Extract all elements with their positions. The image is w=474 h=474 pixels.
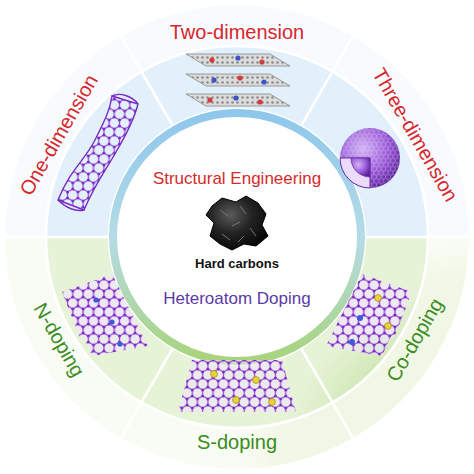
sphere-cutaway	[340, 158, 370, 188]
dopant-atom	[357, 315, 363, 321]
atom	[235, 55, 240, 60]
atom	[261, 79, 266, 84]
sheet	[186, 54, 290, 66]
dopant-atom	[211, 371, 218, 378]
sheet-base	[186, 74, 290, 86]
blob-texture	[220, 206, 256, 242]
dopant-atom	[233, 397, 240, 404]
s-doped-sheet	[178, 360, 296, 412]
sheet-base	[186, 94, 290, 106]
atom	[207, 97, 212, 102]
sheet-base	[178, 360, 296, 412]
stacked-sheets-illustration	[186, 54, 290, 106]
dopant-atom	[93, 297, 98, 302]
dopant-atom	[109, 319, 114, 324]
nanotube-illustration	[58, 94, 138, 210]
sheet	[186, 74, 290, 86]
dopant-atom	[385, 323, 392, 330]
sheet	[186, 94, 290, 106]
atom	[209, 57, 214, 62]
sector-label: Two-dimension	[170, 21, 305, 44]
dopant-atom	[375, 295, 382, 302]
sphere	[340, 128, 400, 188]
sheet-atoms	[186, 74, 290, 86]
sheet-base	[70, 292, 148, 356]
atom	[233, 95, 238, 100]
center-circle: Structural EngineeringHard carbonsHetero…	[117, 117, 357, 357]
sheet-base	[62, 274, 140, 338]
co-doped-sheets	[326, 274, 412, 356]
group-heading: Structural Engineering	[153, 169, 321, 189]
sheet-atoms	[186, 54, 290, 66]
picture-band	[46, 72, 173, 237]
atom	[257, 99, 262, 104]
nanotube-rim	[58, 94, 138, 210]
hex-sheet	[334, 274, 412, 338]
dopant-atom	[253, 377, 260, 384]
hex-sheet	[178, 360, 296, 412]
sheet-atoms	[186, 94, 290, 106]
dopant-atom	[269, 399, 276, 406]
sphere-mesh	[340, 128, 400, 188]
inner-ring	[113, 113, 361, 361]
atom	[259, 59, 264, 64]
sheet-base	[326, 292, 404, 356]
hollow-sphere-illustration	[340, 128, 400, 188]
atom	[237, 75, 242, 80]
nanotube	[58, 96, 138, 210]
dopant-atom	[349, 339, 355, 345]
picture-band	[46, 237, 173, 402]
sheet-base	[334, 274, 412, 338]
picture-band	[142, 348, 333, 428]
n-doped-sheets	[62, 274, 148, 356]
atom	[211, 77, 216, 82]
hex-sheet	[70, 292, 148, 356]
hard-carbon-particle	[206, 196, 268, 250]
material-label: Hard carbons	[195, 257, 279, 272]
group-heading: Heteroatom Doping	[163, 289, 310, 309]
center-disc	[117, 117, 357, 357]
picture-band	[301, 72, 428, 237]
hex-sheet	[62, 274, 140, 338]
inner-shell	[351, 158, 370, 177]
picture-band	[142, 46, 333, 126]
dopant-atom	[117, 341, 122, 346]
node-outline	[117, 117, 357, 357]
sheet-base	[186, 54, 290, 66]
hex-sheet	[326, 292, 404, 356]
carbon-blob	[206, 196, 268, 250]
sector-label: S-doping	[197, 431, 277, 454]
picture-band	[301, 237, 428, 402]
